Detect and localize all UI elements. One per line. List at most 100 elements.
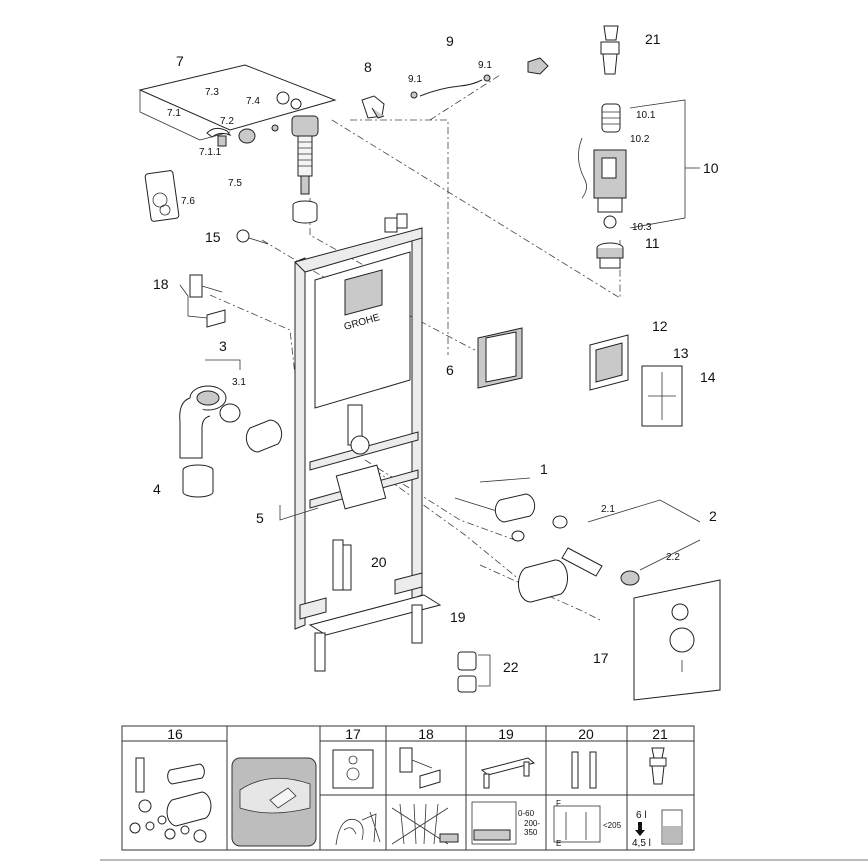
frame-top-rail: [294, 227, 423, 273]
callout-21: 21: [645, 31, 661, 47]
installation-frame: GROHE: [294, 213, 423, 630]
part-21-top: [603, 25, 619, 41]
clip-7-1: [206, 127, 232, 138]
part-21-body: [602, 53, 618, 75]
callout-6: 6: [446, 362, 454, 378]
part-13-inner: [595, 342, 623, 383]
callout-18: 18: [153, 276, 169, 292]
callout-8: 8: [364, 59, 372, 75]
part-22-clip-a: [457, 651, 477, 671]
part-1-2-bolts-pipes: [454, 477, 701, 603]
table-header-18: 18: [418, 726, 434, 742]
callout-15: 15: [205, 229, 221, 245]
part-5-lead: [279, 505, 319, 521]
part-19-rail: [308, 594, 442, 636]
part-20-bracket-b: [342, 544, 352, 591]
dim-20-e: E: [556, 839, 561, 848]
part-2-1-cap-b: [511, 530, 525, 542]
cell-21: 6 l 4,5 l: [632, 747, 683, 849]
part-4-cap: [182, 470, 214, 498]
callout-2-1: 2.1: [601, 504, 615, 515]
callout-7-1-1: 7.1.1: [199, 147, 222, 158]
callout-1: 1: [540, 461, 548, 477]
part-2-pipe: [561, 547, 603, 577]
part-3-4-pan-connector: [179, 359, 283, 498]
part-10-2-cable: [578, 137, 587, 199]
table-header-17: 17: [345, 726, 361, 742]
dim-20-f: F: [556, 799, 561, 808]
part-10-flush-valve: [578, 25, 700, 269]
dim-20-c: <205: [603, 821, 622, 830]
part-20-bracket-a: [332, 539, 344, 591]
cell-19: 0-60 200- 350: [471, 757, 540, 845]
washer-7-3: [271, 124, 279, 132]
callout-20: 20: [371, 554, 387, 570]
flush-pipe-elbow: [350, 435, 370, 455]
parts-bag-7-6: [144, 170, 180, 222]
table-header-21: 21: [652, 726, 668, 742]
valve-head: [291, 115, 319, 137]
frame-foot-right: [394, 572, 423, 595]
table-border: [121, 725, 695, 851]
hose: [419, 79, 483, 97]
part-3-bend-body: [179, 397, 211, 459]
cistern-body: [314, 251, 411, 409]
frame-top-bracket-a: [384, 217, 398, 233]
part-19-20-22: [308, 539, 491, 693]
callout-7-4: 7.4: [246, 96, 260, 107]
callout-13: 13: [673, 345, 689, 361]
callout-3: 3: [219, 338, 227, 354]
large-bend: [518, 559, 568, 603]
cell-installed-photo: [231, 757, 317, 847]
callout-9-1-a: 9.1: [408, 74, 422, 85]
callout-labels: 7 7.3 7.4 7.1 7.2 7.1.1 7.5 7.6 8 9 9.1 …: [153, 31, 719, 675]
hose-end-b: [483, 74, 491, 82]
ring-7-4-b: [290, 98, 302, 110]
cell-16-parts: [129, 757, 212, 843]
callout-10-2: 10.2: [630, 134, 650, 145]
callout-14: 14: [700, 369, 716, 385]
callout-7-3: 7.3: [205, 87, 219, 98]
part-18-bracket: [189, 274, 203, 298]
frame-left-upright: [294, 257, 306, 630]
valve-float-rod: [300, 175, 310, 195]
part-15-hook: [236, 229, 250, 243]
waste-bracket: [335, 464, 387, 510]
callout-7: 7: [176, 53, 184, 69]
part-18-plate: [206, 309, 226, 328]
callout-10-3: 10.3: [632, 222, 652, 233]
part-10-3-washer: [603, 215, 617, 229]
callout-9: 9: [446, 33, 454, 49]
callout-9-1-b: 9.1: [478, 60, 492, 71]
part-7-box: [138, 64, 337, 131]
callout-11: 11: [645, 235, 660, 251]
clip-7-1-1: [217, 135, 227, 147]
callout-22: 22: [503, 659, 519, 675]
part-15-18-fixings: [179, 229, 269, 328]
contents-table: 16 17 18 19 20 21: [121, 725, 695, 851]
callout-2: 2: [709, 508, 717, 524]
part-7-fill-valve-group: [138, 64, 337, 224]
tank-icon: [661, 809, 683, 845]
part-7-5-cup: [292, 205, 318, 224]
part-1-sleeve: [494, 493, 536, 523]
callout-7-2: 7.2: [220, 116, 234, 127]
frame-right-upright: [411, 227, 423, 600]
cell-18: [391, 747, 459, 845]
callout-10: 10: [703, 160, 719, 176]
frame-foot-left: [299, 597, 327, 620]
part-19-leg-b: [411, 604, 423, 644]
flush-mechanism-window: [601, 157, 617, 179]
part-21-collar: [600, 41, 620, 55]
part-6-box: [477, 327, 523, 389]
flush-mechanism-base: [597, 197, 623, 213]
angle-valve: [527, 57, 549, 75]
bolt-a: [479, 477, 531, 483]
part-11-thread: [599, 257, 621, 269]
part-3-1-seal: [219, 403, 241, 423]
service-opening: [344, 269, 383, 316]
part-2-1-cap-a: [552, 515, 568, 529]
callout-19: 19: [450, 609, 466, 625]
dim-19-a: 0-60: [518, 809, 535, 818]
